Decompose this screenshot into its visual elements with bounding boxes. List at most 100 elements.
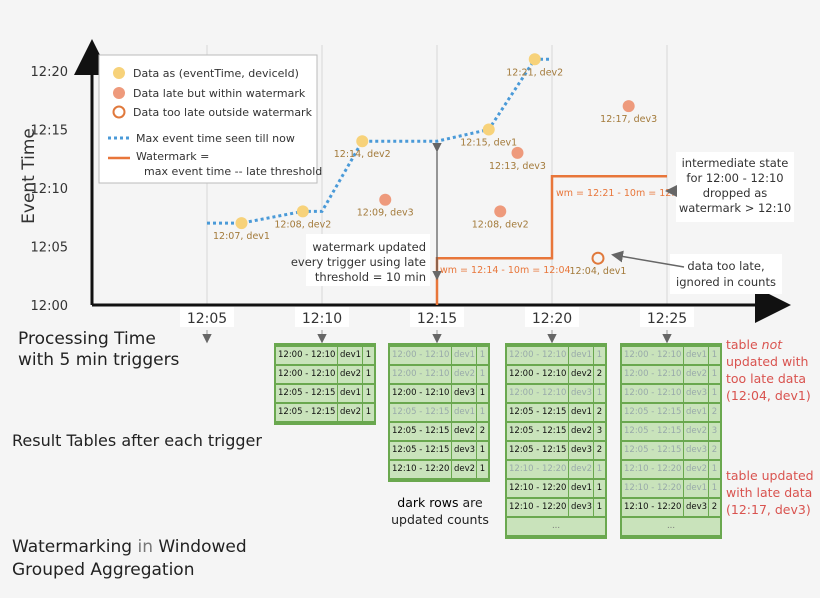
device-cell: dev2 [338, 366, 363, 383]
count-cell: 1 [711, 369, 718, 379]
count-cell: 1 [596, 464, 603, 474]
x-tick-label: 12:05 [187, 311, 227, 327]
point-late [494, 205, 507, 218]
intermediate-line-1: intermediate state [682, 156, 789, 170]
count-cell: 3 [711, 426, 718, 436]
window-cell: 12:10 - 12:20 [622, 461, 684, 478]
device-cell: dev3 [684, 442, 709, 459]
count-cell: 1 [479, 464, 486, 474]
point-label: 12:21, dev2 [506, 67, 563, 78]
device-cell: dev1 [684, 347, 709, 364]
point-late [511, 146, 524, 159]
device-cell: dev3 [452, 442, 477, 459]
window-cell: 12:05 - 12:15 [507, 442, 569, 459]
window-cell: 12:00 - 12:10 [276, 347, 338, 364]
device-cell: dev2 [569, 366, 594, 383]
point-label: 12:15, dev1 [460, 138, 517, 149]
window-cell: 12:05 - 12:15 [390, 442, 452, 459]
max-event-time-line [207, 57, 552, 225]
processing-time-label: Processing Time with 5 min triggers [18, 329, 179, 371]
trigger-down-arrows [202, 330, 672, 344]
count-cell: 1 [596, 502, 603, 512]
count-cell: 2 [479, 426, 486, 436]
legend-watermark-label-1: Watermark = [136, 150, 209, 163]
window-cell: 12:00 - 12:10 [390, 385, 452, 402]
point-on-time [356, 135, 369, 148]
count-cell: 1 [479, 445, 486, 455]
window-cell: 12:10 - 12:20 [507, 461, 569, 478]
point-on-time [528, 53, 541, 66]
not-updated-line-3: too late data [726, 371, 807, 386]
count-cell: 2 [711, 445, 718, 455]
x-tick-label: 12:15 [417, 311, 457, 327]
count-cell: 1 [596, 350, 603, 360]
window-cell: 12:05 - 12:15 [276, 404, 338, 421]
point-on-time [235, 217, 248, 230]
title-watermarking: Watermarking [12, 537, 133, 557]
too-late-note: data too late, ignored in counts [670, 254, 782, 294]
point-late [622, 100, 635, 113]
processing-time-line-2: with 5 min triggers [18, 350, 180, 370]
window-cell: 12:00 - 12:10 [507, 366, 569, 383]
ellipsis-cell: ... [666, 521, 676, 531]
dark-rows-are: are [458, 495, 483, 510]
window-cell: 12:00 - 12:10 [276, 366, 338, 383]
not-updated-note: table not updated with too late data (12… [726, 336, 811, 404]
intermediate-state-note: intermediate state for 12:00 - 12:10 dro… [676, 152, 794, 222]
point-late [379, 193, 392, 206]
window-cell: 12:05 - 12:15 [622, 404, 684, 421]
point-label: 12:13, dev3 [489, 161, 546, 172]
updated-line-1: table updated [726, 468, 814, 483]
x-tick-label: 12:10 [302, 311, 342, 327]
window-cell: 12:10 - 12:20 [507, 499, 569, 516]
dark-rows-line-1: dark rows are [378, 494, 502, 511]
count-cell: 2 [711, 407, 718, 417]
device-cell: dev2 [452, 366, 477, 383]
point-label: 12:08, dev2 [472, 219, 529, 230]
x-tick-bg-12:05 [180, 307, 234, 327]
device-cell: dev1 [569, 480, 594, 497]
window-cell: 12:10 - 12:20 [390, 461, 452, 478]
watermark-updated-line-2: every trigger using late [291, 255, 426, 269]
count-cell: 2 [596, 407, 603, 417]
x-tick-label: 12:20 [532, 311, 572, 327]
count-cell: 1 [365, 350, 372, 360]
point-label: 12:08, dev2 [274, 219, 331, 230]
too-late-line-1: data too late, [687, 259, 764, 273]
device-cell: dev2 [684, 366, 709, 383]
window-cell: 12:10 - 12:20 [622, 499, 684, 516]
count-cell: 1 [479, 407, 486, 417]
device-cell: dev3 [569, 385, 594, 402]
not-updated-line-1: table not [726, 336, 811, 353]
device-cell: dev1 [338, 385, 363, 402]
intermediate-line-3: dropped as [703, 186, 767, 200]
x-tick-bg-12:15 [410, 307, 464, 327]
count-cell: 1 [365, 388, 372, 398]
title-in: in [132, 537, 159, 557]
intermediate-line-4: watermark > 12:10 [679, 201, 791, 215]
count-cell: 1 [479, 388, 486, 398]
result-tables-label: Result Tables after each trigger [12, 431, 262, 450]
count-cell: 2 [596, 369, 603, 379]
device-cell: dev2 [452, 423, 477, 440]
window-cell: 12:05 - 12:15 [390, 423, 452, 440]
device-cell: dev1 [684, 480, 709, 497]
count-cell: 3 [596, 426, 603, 436]
